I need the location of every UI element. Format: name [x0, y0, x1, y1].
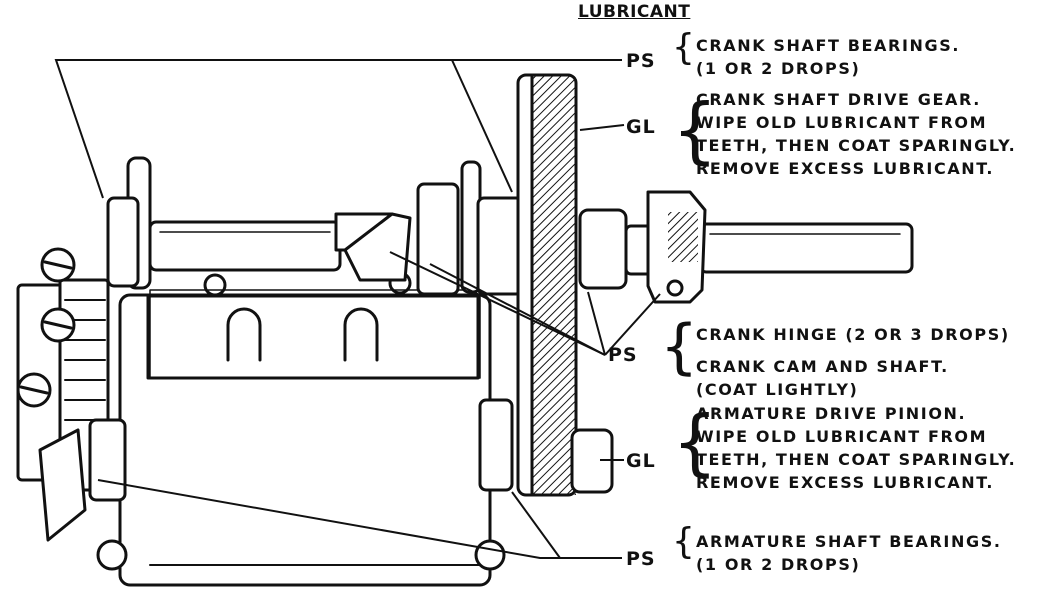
- crank-shaft: [148, 220, 914, 274]
- brace-3: {: [660, 312, 700, 382]
- callout-4-line-1: ARMATURE DRIVE PINION.: [696, 404, 967, 423]
- screw-heads: [16, 247, 412, 408]
- callout-4-line-3: TEETH, THEN COAT SPARINGLY.: [696, 450, 1017, 469]
- left-bearing-plate: [106, 156, 152, 290]
- crank-shaft-drive-gear: [516, 73, 578, 497]
- crank-cam: [334, 212, 412, 282]
- brace-1: {: [672, 27, 697, 68]
- callout-2-text: CRANK SHAFT DRIVE GEAR. WIPE OLD LUBRICA…: [696, 88, 1016, 180]
- callout-3-text: CRANK HINGE (2 OR 3 DROPS) CRANK CAM AND…: [696, 322, 1010, 400]
- brace-4: {: [672, 400, 720, 484]
- right-bearing-plate: [416, 160, 524, 492]
- brace-5: {: [672, 521, 697, 562]
- callout-4-text: ARMATURE DRIVE PINION. WIPE OLD LUBRICAN…: [696, 402, 1016, 494]
- callout-2-line-2: WIPE OLD LUBRICANT FROM: [696, 113, 988, 132]
- callout-4-line-2: WIPE OLD LUBRICANT FROM: [696, 427, 988, 446]
- callout-3-line-1: CRANK HINGE (2 OR 3 DROPS): [696, 325, 1010, 344]
- callout-1-line-1: CRANK SHAFT BEARINGS.: [696, 36, 961, 55]
- callout-2-line-3: TEETH, THEN COAT SPARINGLY.: [696, 136, 1017, 155]
- callout-5-code: PS: [626, 548, 656, 570]
- callout-5-line-1: ARMATURE SHAFT BEARINGS.: [696, 532, 1002, 551]
- callout-5-line-2: (1 OR 2 DROPS): [696, 555, 861, 574]
- callout-4-line-4: REMOVE EXCESS LUBRICANT.: [696, 473, 995, 492]
- callout-5-text: ARMATURE SHAFT BEARINGS. (1 OR 2 DROPS): [696, 530, 1002, 576]
- callout-3-code: PS: [608, 344, 638, 366]
- crank-hinge: [578, 190, 707, 304]
- lubricant-header: LUBRICANT: [578, 2, 691, 22]
- callout-3-line-2: CRANK CAM AND SHAFT.: [696, 357, 949, 376]
- callout-3-line-3: (COAT LIGHTLY): [696, 380, 859, 399]
- callout-2-line-4: REMOVE EXCESS LUBRICANT.: [696, 159, 995, 178]
- callout-4-code: GL: [626, 450, 656, 472]
- brace-2: {: [672, 88, 720, 172]
- callout-1-text: CRANK SHAFT BEARINGS. (1 OR 2 DROPS): [696, 34, 960, 80]
- callout-1-code: PS: [626, 50, 656, 72]
- leader-lines: [54, 59, 661, 559]
- callout-2-code: GL: [626, 116, 656, 138]
- callout-1-line-2: (1 OR 2 DROPS): [696, 59, 861, 78]
- armature-housing: [88, 289, 506, 587]
- callout-2-line-1: CRANK SHAFT DRIVE GEAR.: [696, 90, 981, 109]
